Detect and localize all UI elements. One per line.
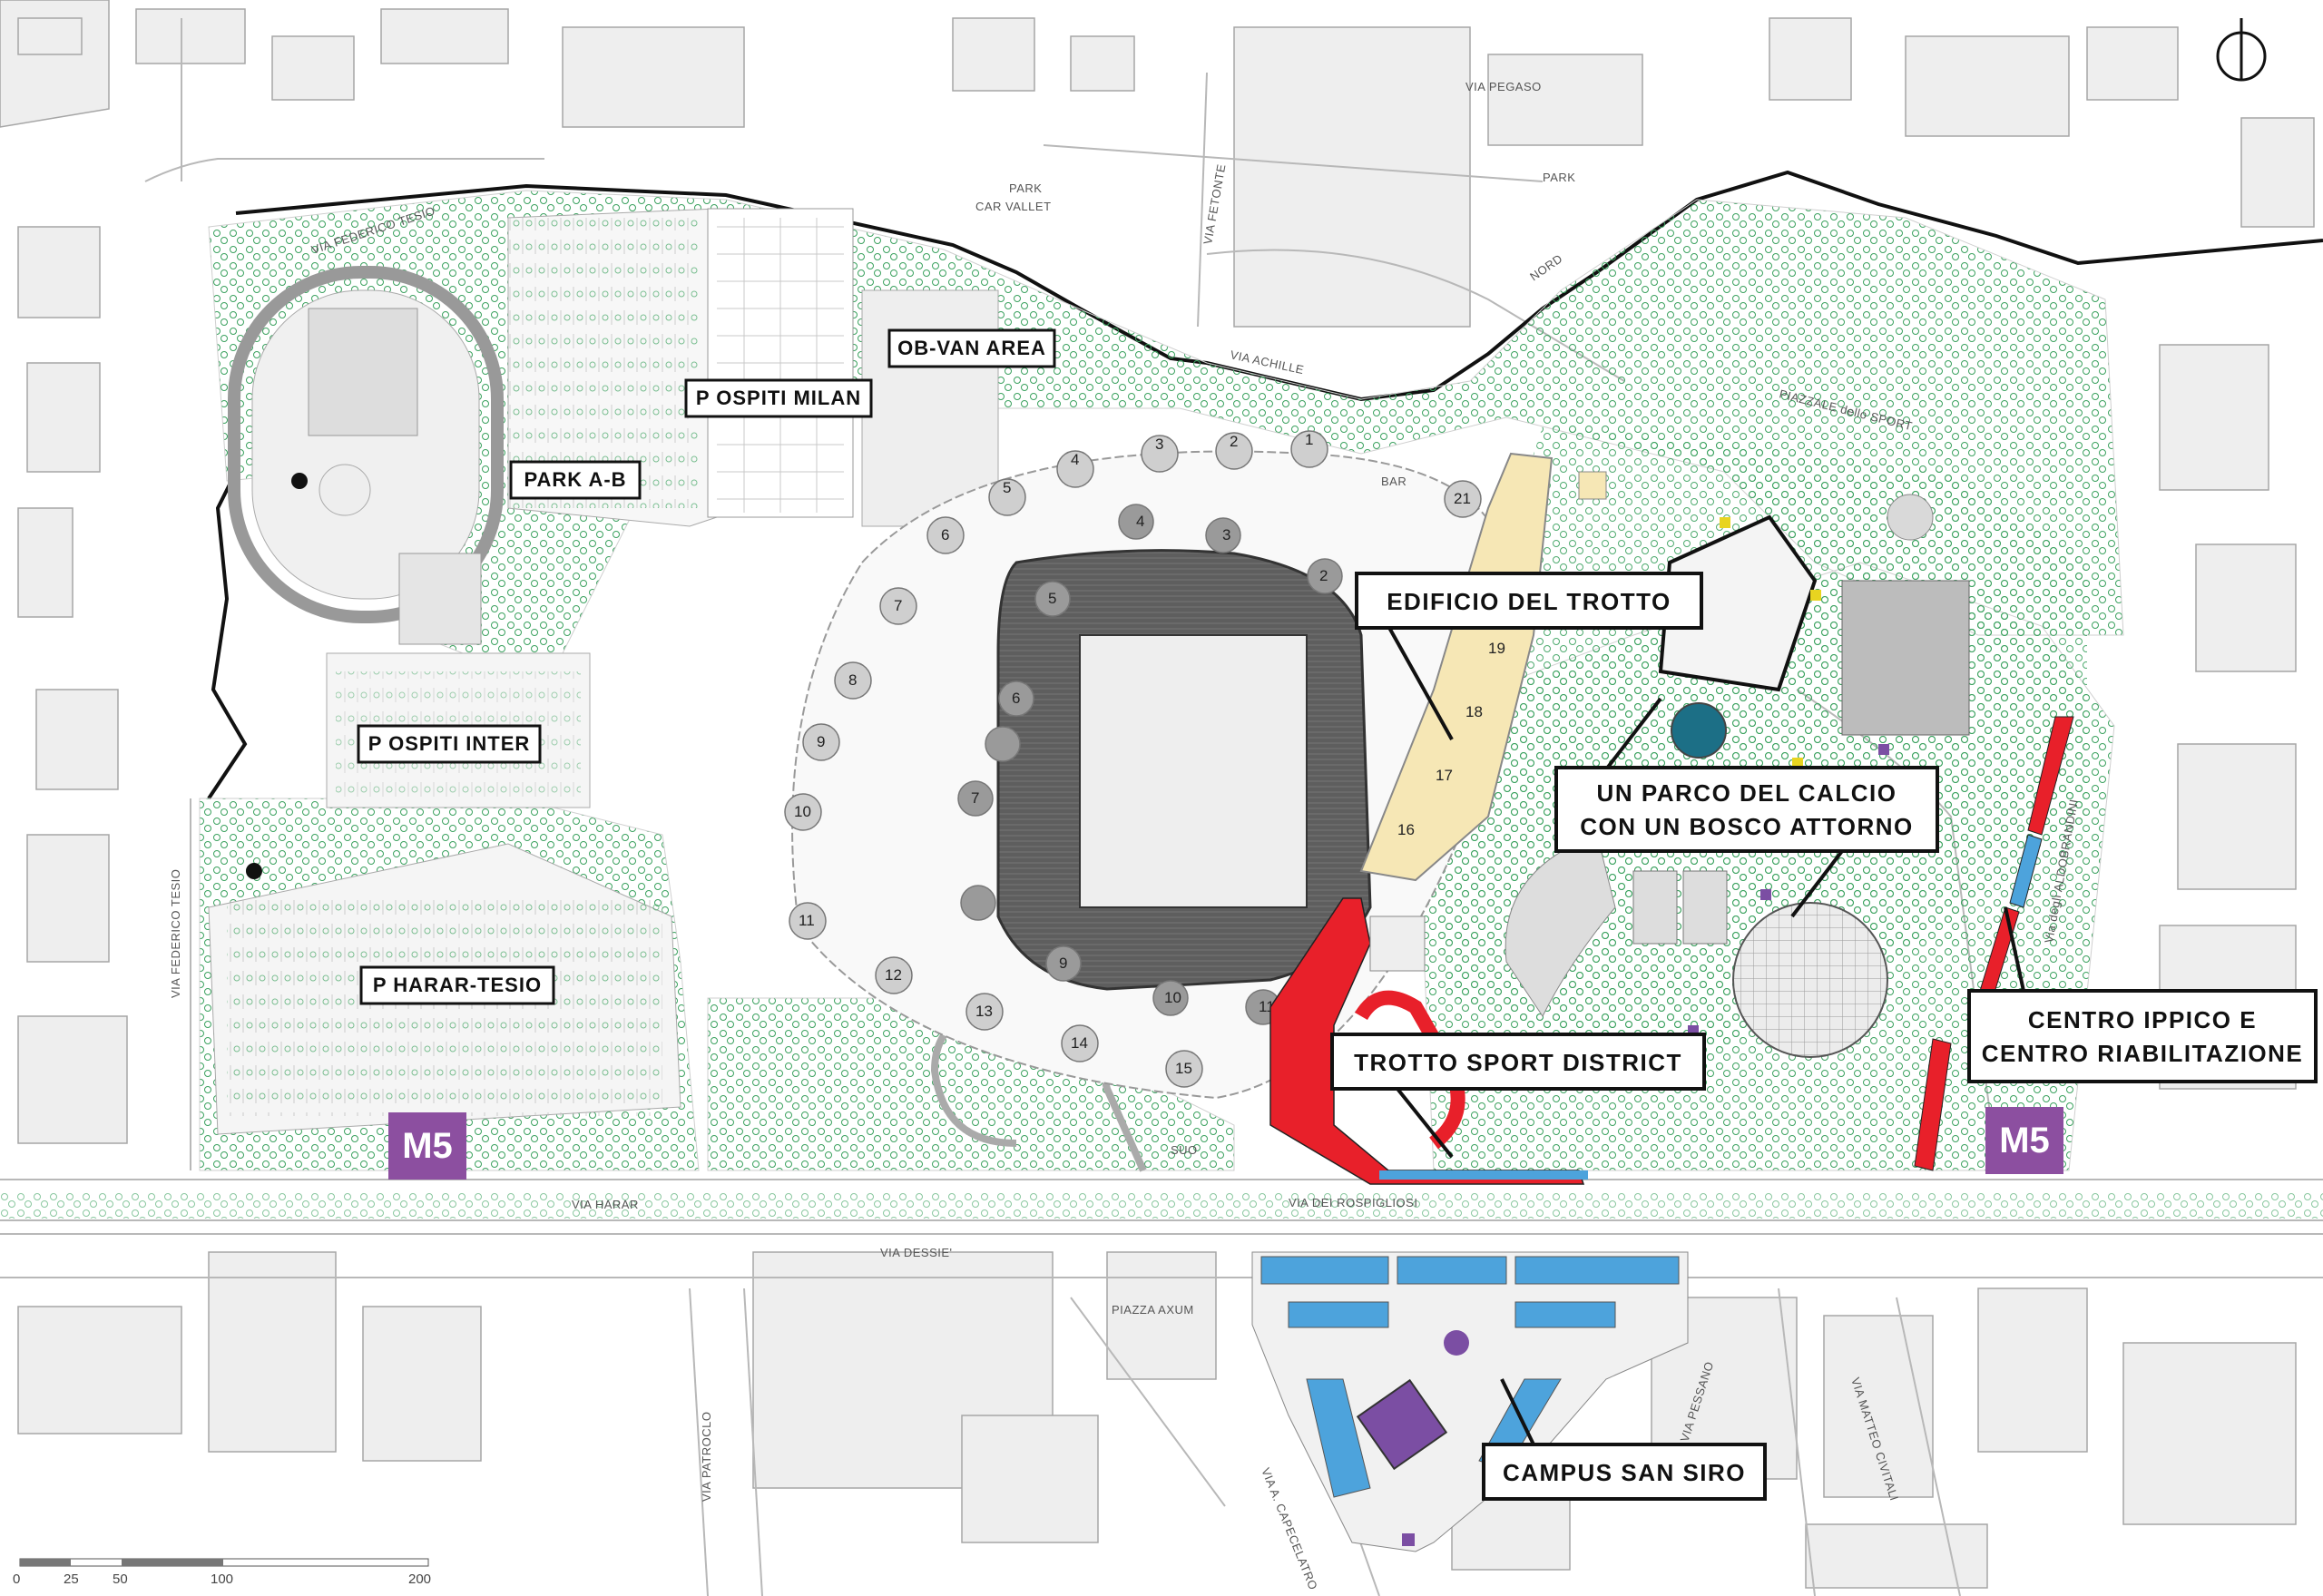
callout-campus-text: CAMPUS SAN SIRO [1503,1459,1746,1486]
scale-tick-50: 50 [113,1572,128,1587]
trotto-16-label: 16 [1397,821,1415,838]
north-arrow-icon [2216,18,2267,82]
inner-gate-7-label: 7 [971,789,979,807]
street-park-car-vallet-1: PARK [1009,181,1042,195]
zone-harar-tesio: P HARAR-TESIO [373,974,542,996]
gate-11-label: 11 [799,912,815,929]
gate-21-label: 21 [1454,490,1471,507]
label-suo: SUO [1171,1143,1198,1157]
inner-gate-3-label: 3 [1222,526,1230,543]
scale-tick-100: 100 [211,1572,233,1587]
edificio-trotto-building: 19 18 17 16 [1359,452,1607,882]
zone-park-ab: PARK A-B [524,468,626,491]
zone-labels: PARK A-B P OSPITI MILAN OB-VAN AREA P OS… [357,328,1056,1005]
street-patroclo: VIA PATROCLO [700,1412,713,1502]
callout-edificio-trotto: EDIFICIO DEL TROTTO [1355,572,1703,740]
scale-bar: 0 25 50 100 200 [13,1558,431,1587]
street-park: PARK [1543,171,1575,184]
parco-calcio-features [1505,494,1970,1058]
west-boundary-line [207,471,248,800]
gate-10-label: 10 [794,803,811,820]
gate-7-label: 7 [894,597,902,614]
street-rospigliosi: VIA DEI ROSPIGLIOSI [1289,1196,1417,1209]
street-harar: VIA HARAR [572,1198,639,1211]
callout-parco-line2: CON UN BOSCO ATTORNO [1580,813,1914,840]
callout-parco-calcio: UN PARCO DEL CALCIO CON UN BOSCO ATTORNO [1554,697,1939,918]
label-bar: BAR [1381,475,1407,488]
stadium-gate-circles [784,430,1482,1088]
gate-2-label: 2 [1230,433,1238,450]
gate-9-label: 9 [817,733,825,750]
street-piazza-axum: PIAZZA AXUM [1112,1303,1194,1317]
callout-trotto-sport-text: TROTTO SPORT DISTRICT [1354,1049,1682,1076]
gate-13-label: 13 [975,1003,993,1020]
street-federico-tesio-side: VIA FEDERICO TESIO [169,869,182,998]
inner-gate-10-label: 10 [1164,989,1181,1006]
gate-3-label: 3 [1155,436,1163,453]
callout-campus: CAMPUS SAN SIRO [1482,1378,1767,1501]
gate-8-label: 8 [848,671,857,689]
gate-1-label: 1 [1305,431,1313,448]
street-pegaso: VIA PEGASO [1465,80,1542,93]
gate-15-label: 15 [1175,1060,1192,1077]
gate-12-label: 12 [885,966,902,984]
gate-14-label: 14 [1071,1034,1088,1052]
gate-4-label: 4 [1071,451,1079,468]
campus-san-siro [1251,1251,1689,1552]
inner-gate-2-label: 2 [1319,567,1328,584]
street-park-car-vallet-2: CAR VALLET [975,200,1052,213]
inner-gate-4-label: 4 [1136,513,1144,530]
gate-5-label: 5 [1003,479,1011,496]
metro-m5-east: M5 [1985,1107,2063,1174]
gate-labels: 1 2 3 4 5 6 7 8 9 10 11 12 13 14 15 21 3… [794,431,1471,1077]
callout-edificio-trotto-text: EDIFICIO DEL TROTTO [1387,588,1671,615]
gate-6-label: 6 [941,526,949,543]
callout-trotto-sport: TROTTO SPORT DISTRICT [1330,1033,1706,1159]
trotto-18-label: 18 [1465,703,1483,720]
trotto-17-label: 17 [1436,767,1453,784]
zone-ospiti-milan: P OSPITI MILAN [696,387,861,409]
callout-centro-ippico: CENTRO IPPICO E CENTRO RIABILITAZIONE [1967,906,2318,1083]
street-dessie: VIA DESSIE' [880,1246,953,1259]
inner-gate-6-label: 6 [1012,690,1020,707]
callout-centro-line2: CENTRO RIABILITAZIONE [1982,1040,2304,1067]
inner-gate-9-label: 9 [1059,955,1067,972]
callout-centro-line1: CENTRO IPPICO E [2028,1006,2257,1033]
inner-gate-5-label: 5 [1048,590,1056,607]
scale-tick-0: 0 [13,1572,20,1587]
parking-lots [208,208,999,1135]
trotto-19-label: 19 [1488,640,1505,657]
zone-ob-van: OB-VAN AREA [897,337,1046,359]
metro-m5-west-label: M5 [402,1126,453,1166]
metro-m5-west: M5 [388,1112,466,1180]
zone-ospiti-inter: P OSPITI INTER [368,732,531,755]
callout-parco-line1: UN PARCO DEL CALCIO [1597,779,1897,807]
metro-m5-east-label: M5 [1999,1121,2050,1160]
athletics-track [228,266,504,879]
scale-tick-200: 200 [408,1572,431,1587]
scale-tick-25: 25 [64,1572,79,1587]
centro-ippico-buildings [1914,716,2074,1171]
